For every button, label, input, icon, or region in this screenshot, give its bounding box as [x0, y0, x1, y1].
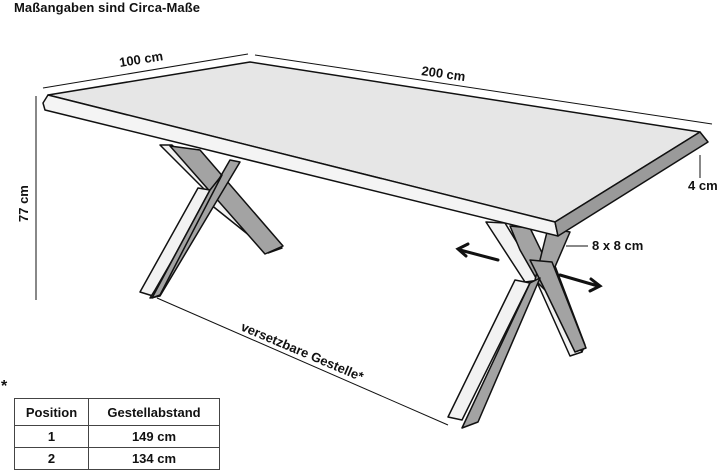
header-position: Position	[14, 398, 89, 426]
table-header-row: Position Gestellabstand	[14, 398, 220, 426]
cell-distance: 134 cm	[88, 447, 220, 470]
page-title: Maßangaben sind Circa-Maße	[14, 0, 201, 15]
height-label: 77 cm	[16, 185, 31, 222]
dimension-lines	[35, 53, 713, 426]
thickness-label: 4 cm	[688, 178, 718, 193]
header-distance: Gestellabstand	[88, 398, 220, 426]
table-row: 2 134 cm	[14, 447, 220, 470]
left-x-leg	[139, 144, 284, 299]
width-label: 100 cm	[118, 48, 164, 70]
frame-distance-table: Position Gestellabstand 1 149 cm 2 134 c…	[14, 398, 220, 470]
move-arrows	[455, 242, 603, 293]
cell-distance: 149 cm	[88, 425, 220, 448]
leg-profile-label: 8 x 8 cm	[592, 238, 643, 253]
length-label: 200 cm	[421, 63, 467, 84]
footnote-marker: *	[1, 378, 8, 395]
table-row: 1 149 cm	[14, 425, 220, 448]
adjustable-frames-label: versetzbare Gestelle*	[239, 319, 367, 385]
cell-position: 1	[14, 425, 89, 448]
cell-position: 2	[14, 447, 89, 470]
tabletop	[42, 61, 709, 237]
